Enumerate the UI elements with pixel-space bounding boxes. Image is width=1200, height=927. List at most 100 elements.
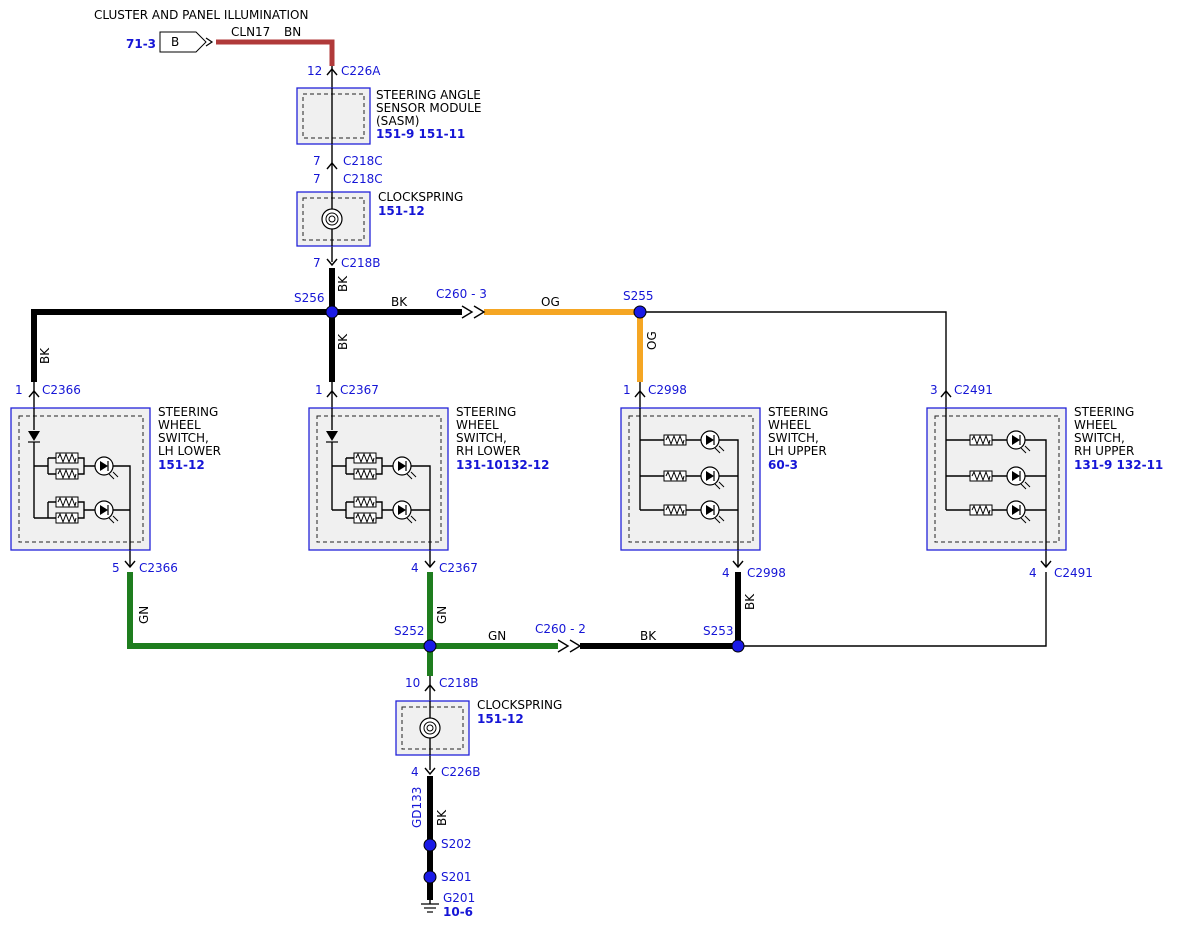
modules-lh-upper-lines-2-text: SWITCH,: [768, 431, 819, 445]
modules-clockspring-top-lines-0-text: CLOCKSPRING: [378, 190, 463, 204]
connectors-c226b-pin-text: 4: [411, 765, 419, 779]
splices-s253-text: S253: [703, 624, 734, 638]
connectors-c226a-pin-text: 12: [307, 64, 322, 78]
connectors-c2366-out-pin-text: 5: [112, 561, 120, 575]
connectors-c2367-in-name-text: C2367: [340, 383, 379, 397]
modules-lh-lower-lines-1-text: WHEEL: [158, 418, 201, 432]
wire-thin-rh-upper: [640, 311, 947, 382]
modules-rh-lower-lines-3-text: RH LOWER: [456, 444, 521, 458]
connectors-c2998-in-name-text: C2998: [648, 383, 687, 397]
connectors-c2491-in-pin-text: 3: [930, 383, 938, 397]
connectors-c226b-name-text: C226B: [441, 765, 481, 779]
module-lh-upper: [620, 407, 761, 551]
connectors-c218b-top-name-text: C218B: [341, 256, 381, 270]
connectors-c2998-in-pin-text: 1: [623, 383, 631, 397]
modules-rh-upper-lines-2-text: SWITCH,: [1074, 431, 1125, 445]
wire-labels-bk-mid-text: BK: [336, 333, 350, 350]
connectors-c2998-out-name-text: C2998: [747, 566, 786, 580]
modules-sasm-lines-2-text: (SASM): [376, 114, 419, 128]
circuit-label: CLN17: [231, 25, 270, 39]
connector-b-label: B: [171, 35, 179, 49]
ground-icon: [421, 903, 439, 913]
modules: [10, 87, 1067, 756]
modules-rh-upper-lines-0-text: STEERING: [1074, 405, 1134, 419]
connectors-c2367-out-pin-text: 4: [411, 561, 419, 575]
modules-sasm-lines-1-text: SENSOR MODULE: [376, 101, 481, 115]
module-lh-lower: [10, 407, 151, 551]
connector-arrows: [28, 67, 1052, 776]
modules-rh-upper-lines-3-text: RH UPPER: [1074, 444, 1134, 458]
modules-rh-upper-lines-1-text: WHEEL: [1074, 418, 1117, 432]
connectors-c218c-2-pin-text: 7: [313, 172, 321, 186]
wires: [31, 39, 1047, 904]
wire-labels-gn-mid-text: GN: [435, 606, 449, 624]
page-title: CLUSTER AND PANEL ILLUMINATION: [94, 8, 308, 22]
wire-labels-og-drop-text: OG: [645, 331, 659, 350]
connectors-c218c-1-name-text: C218C: [343, 154, 383, 168]
wire-labels-gn-left-text: GN: [137, 606, 151, 624]
modules-rh-lower-lines-0-text: STEERING: [456, 405, 516, 419]
modules-lh-upper-ref-text: 60-3: [768, 458, 798, 472]
label-clockspring-top: CLOCKSPRING 151-12: [378, 190, 463, 218]
labels: CLUSTER AND PANEL ILLUMINATION 71-3 B CL…: [15, 8, 1163, 919]
diode-icon: [326, 431, 338, 441]
wire-bk-bus-left: [31, 309, 332, 382]
ground-name-text: G201: [443, 891, 475, 905]
modules-lh-upper-lines-3-text: LH UPPER: [768, 444, 827, 458]
modules-clockspring-bot-ref-text: 151-12: [477, 712, 524, 726]
modules-rh-lower-lines-1-text: WHEEL: [456, 418, 499, 432]
connectors-c2366-in-name-text: C2366: [42, 383, 81, 397]
module-rh-lower: [308, 407, 449, 551]
label-lh-upper: STEERING WHEEL SWITCH, LH UPPER 60-3: [768, 405, 828, 472]
splices-s256-text: S256: [294, 291, 325, 305]
modules-rh-upper-ref-text: 131-9 132-11: [1074, 458, 1163, 472]
diode-icon: [28, 431, 40, 441]
wire-labels-bk-left-text: BK: [38, 347, 52, 364]
splice-s252: [423, 639, 437, 653]
modules-sasm-lines-0-text: STEERING ANGLE: [376, 88, 481, 102]
label-lh-lower: STEERING WHEEL SWITCH, LH LOWER 151-12: [158, 405, 221, 472]
module-clockspring-top: [296, 191, 371, 247]
label-rh-upper: STEERING WHEEL SWITCH, RH UPPER 131-9 13…: [1074, 405, 1163, 472]
modules-sasm-ref-text: 151-9 151-11: [376, 127, 465, 141]
connectors-c2366-out-name-text: C2366: [139, 561, 178, 575]
header-connector: [159, 31, 214, 53]
wire-labels-gd133-text: GD133: [410, 787, 424, 828]
clockspring-icon: [321, 208, 343, 230]
wire-labels-gn-bus-text: GN: [488, 629, 506, 643]
modules-lh-upper-lines-1-text: WHEEL: [768, 418, 811, 432]
splices-s201-text: S201: [441, 870, 472, 884]
modules-lh-lower-lines-0-text: STEERING: [158, 405, 218, 419]
connectors-c218c-1-pin-text: 7: [313, 154, 321, 168]
connectors-c260-3-name-text: C260 - 3: [436, 287, 487, 301]
splice-s255: [633, 305, 647, 319]
connectors-c2366-in-pin-text: 1: [15, 383, 23, 397]
wire-labels-bk-bus-text: BK: [391, 295, 408, 309]
connectors-c218b-bot-pin-text: 10: [405, 676, 420, 690]
modules-lh-lower-ref-text: 151-12: [158, 458, 205, 472]
modules-lh-lower-lines-3-text: LH LOWER: [158, 444, 221, 458]
splices-s202-text: S202: [441, 837, 472, 851]
connectors-c2491-in-name-text: C2491: [954, 383, 993, 397]
splices-s255-text: S255: [623, 289, 654, 303]
splice-s256: [325, 305, 339, 319]
splices: [325, 305, 745, 884]
header-ref: 71-3: [126, 37, 156, 51]
connectors-c260-2-name-text: C260 - 2: [535, 622, 586, 636]
wire-labels-og-bus-text: OG: [541, 295, 560, 309]
label-clockspring-bottom: CLOCKSPRING 151-12: [477, 698, 562, 726]
module-sasm: [296, 87, 371, 145]
connectors-c218b-bot-name-text: C218B: [439, 676, 479, 690]
modules-lh-lower-lines-2-text: SWITCH,: [158, 431, 209, 445]
splice-s202: [423, 838, 437, 852]
connectors-c2491-out-name-text: C2491: [1054, 566, 1093, 580]
clockspring-icon: [419, 717, 441, 739]
wire-bn: [216, 39, 335, 66]
connectors-c226a-name-text: C226A: [341, 64, 381, 78]
connectors-c218c-2-name-text: C218C: [343, 172, 383, 186]
connectors-c2367-in-pin-text: 1: [315, 383, 323, 397]
modules-rh-lower-lines-2-text: SWITCH,: [456, 431, 507, 445]
connectors-c218b-top-pin-text: 7: [313, 256, 321, 270]
modules-clockspring-top-ref-text: 151-12: [378, 204, 425, 218]
